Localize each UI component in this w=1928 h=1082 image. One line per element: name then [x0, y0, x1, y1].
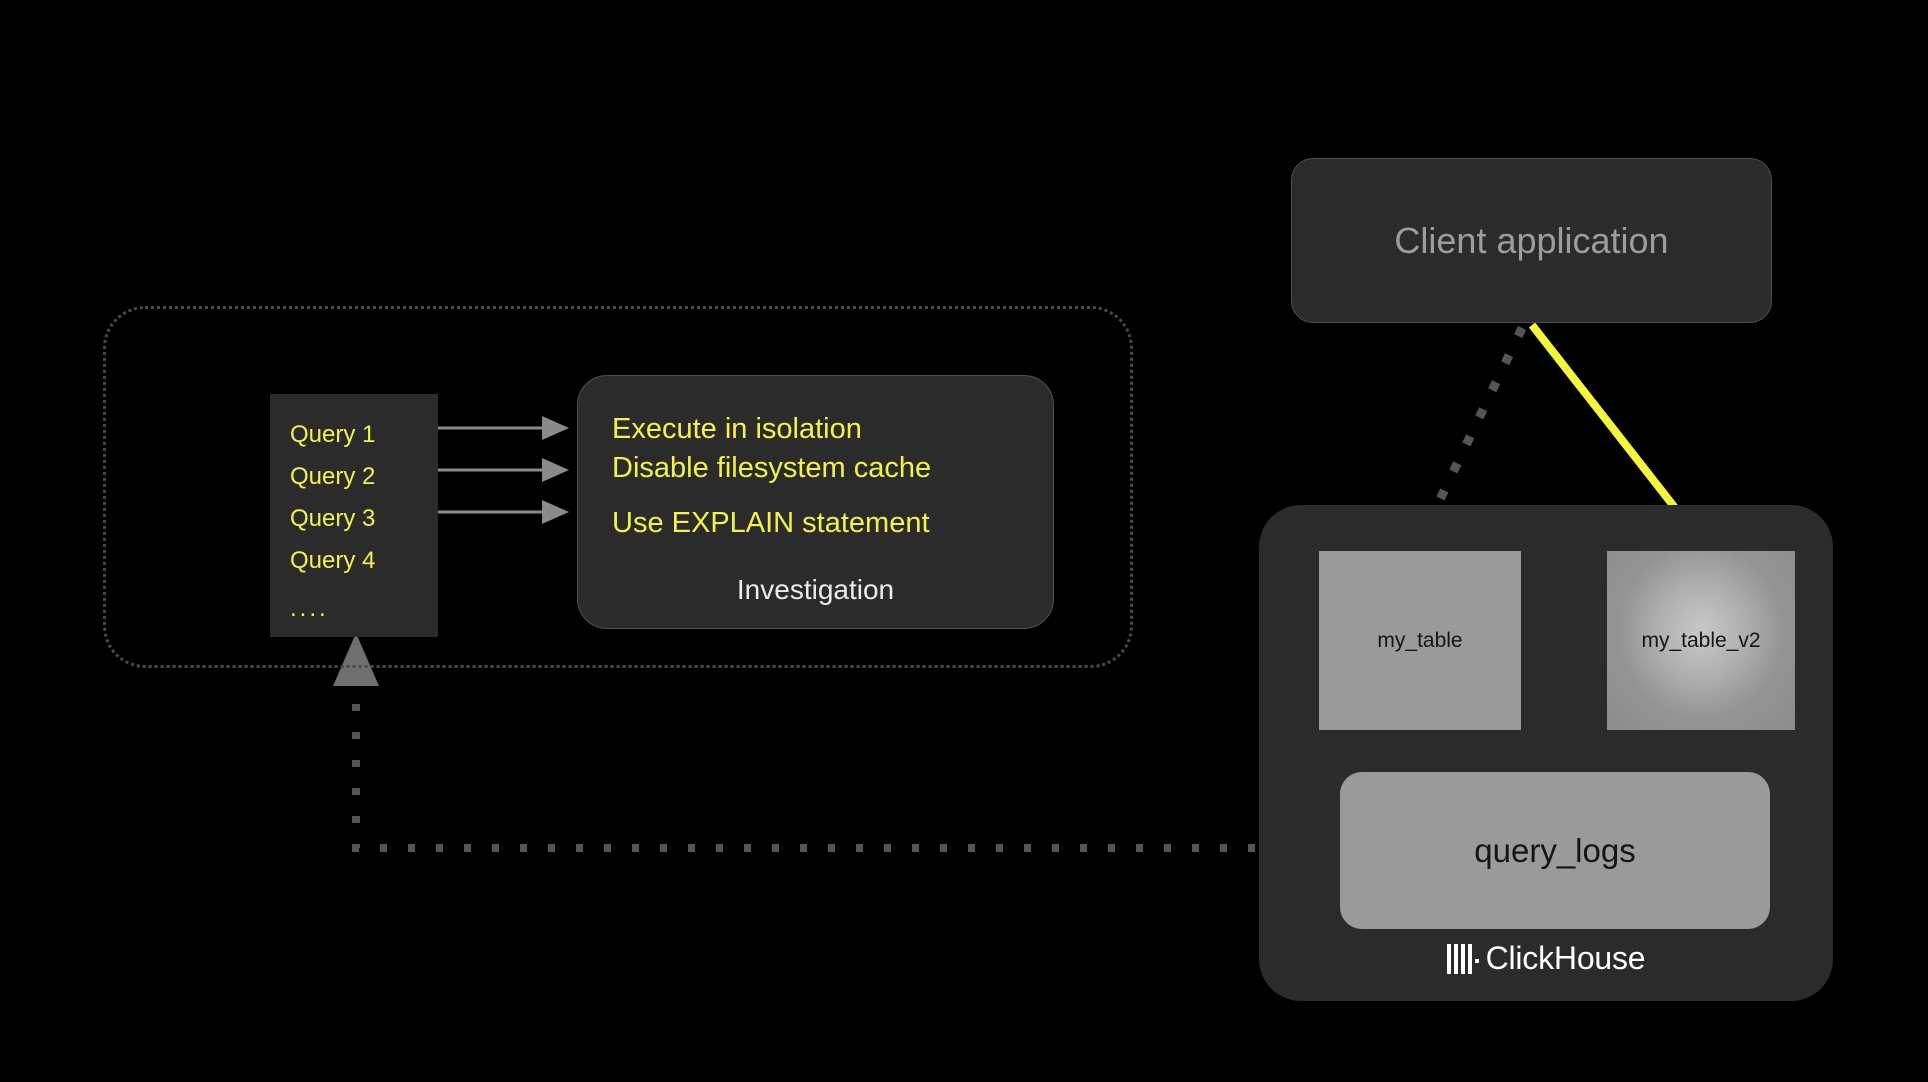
table-box-my-table-v2: my_table_v2	[1607, 551, 1795, 730]
investigation-group-container	[103, 306, 1133, 668]
list-item: Query 4	[290, 547, 376, 574]
table-label: my_table	[1377, 628, 1463, 652]
table-box-query-logs: query_logs	[1340, 772, 1770, 929]
list-item-ellipsis: ....	[290, 595, 329, 622]
investigation-step: Use EXPLAIN statement	[612, 507, 930, 539]
investigation-step: Execute in isolation	[612, 413, 862, 445]
clickhouse-logo: ClickHouse	[1259, 940, 1833, 977]
table-box-my-table: my_table	[1319, 551, 1521, 730]
client-application-box: Client application	[1291, 158, 1772, 323]
investigation-step: Disable filesystem cache	[612, 452, 932, 484]
investigation-panel: Execute in isolation Disable filesystem …	[577, 375, 1054, 629]
list-item: Query 3	[290, 505, 376, 532]
client-application-label: Client application	[1394, 219, 1669, 261]
clickhouse-panel: my_table my_table_v2 query_logs ClickHou…	[1259, 505, 1833, 1001]
clickhouse-bars-icon	[1446, 943, 1479, 974]
query-list-panel: Query 1 Query 2 Query 3 Query 4 ....	[270, 394, 438, 637]
table-label: query_logs	[1474, 831, 1636, 869]
investigation-panel-title: Investigation	[736, 574, 895, 605]
list-item: Query 2	[290, 463, 376, 490]
table-label: my_table_v2	[1641, 628, 1761, 652]
list-item: Query 1	[290, 421, 376, 448]
clickhouse-wordmark: ClickHouse	[1485, 940, 1646, 976]
